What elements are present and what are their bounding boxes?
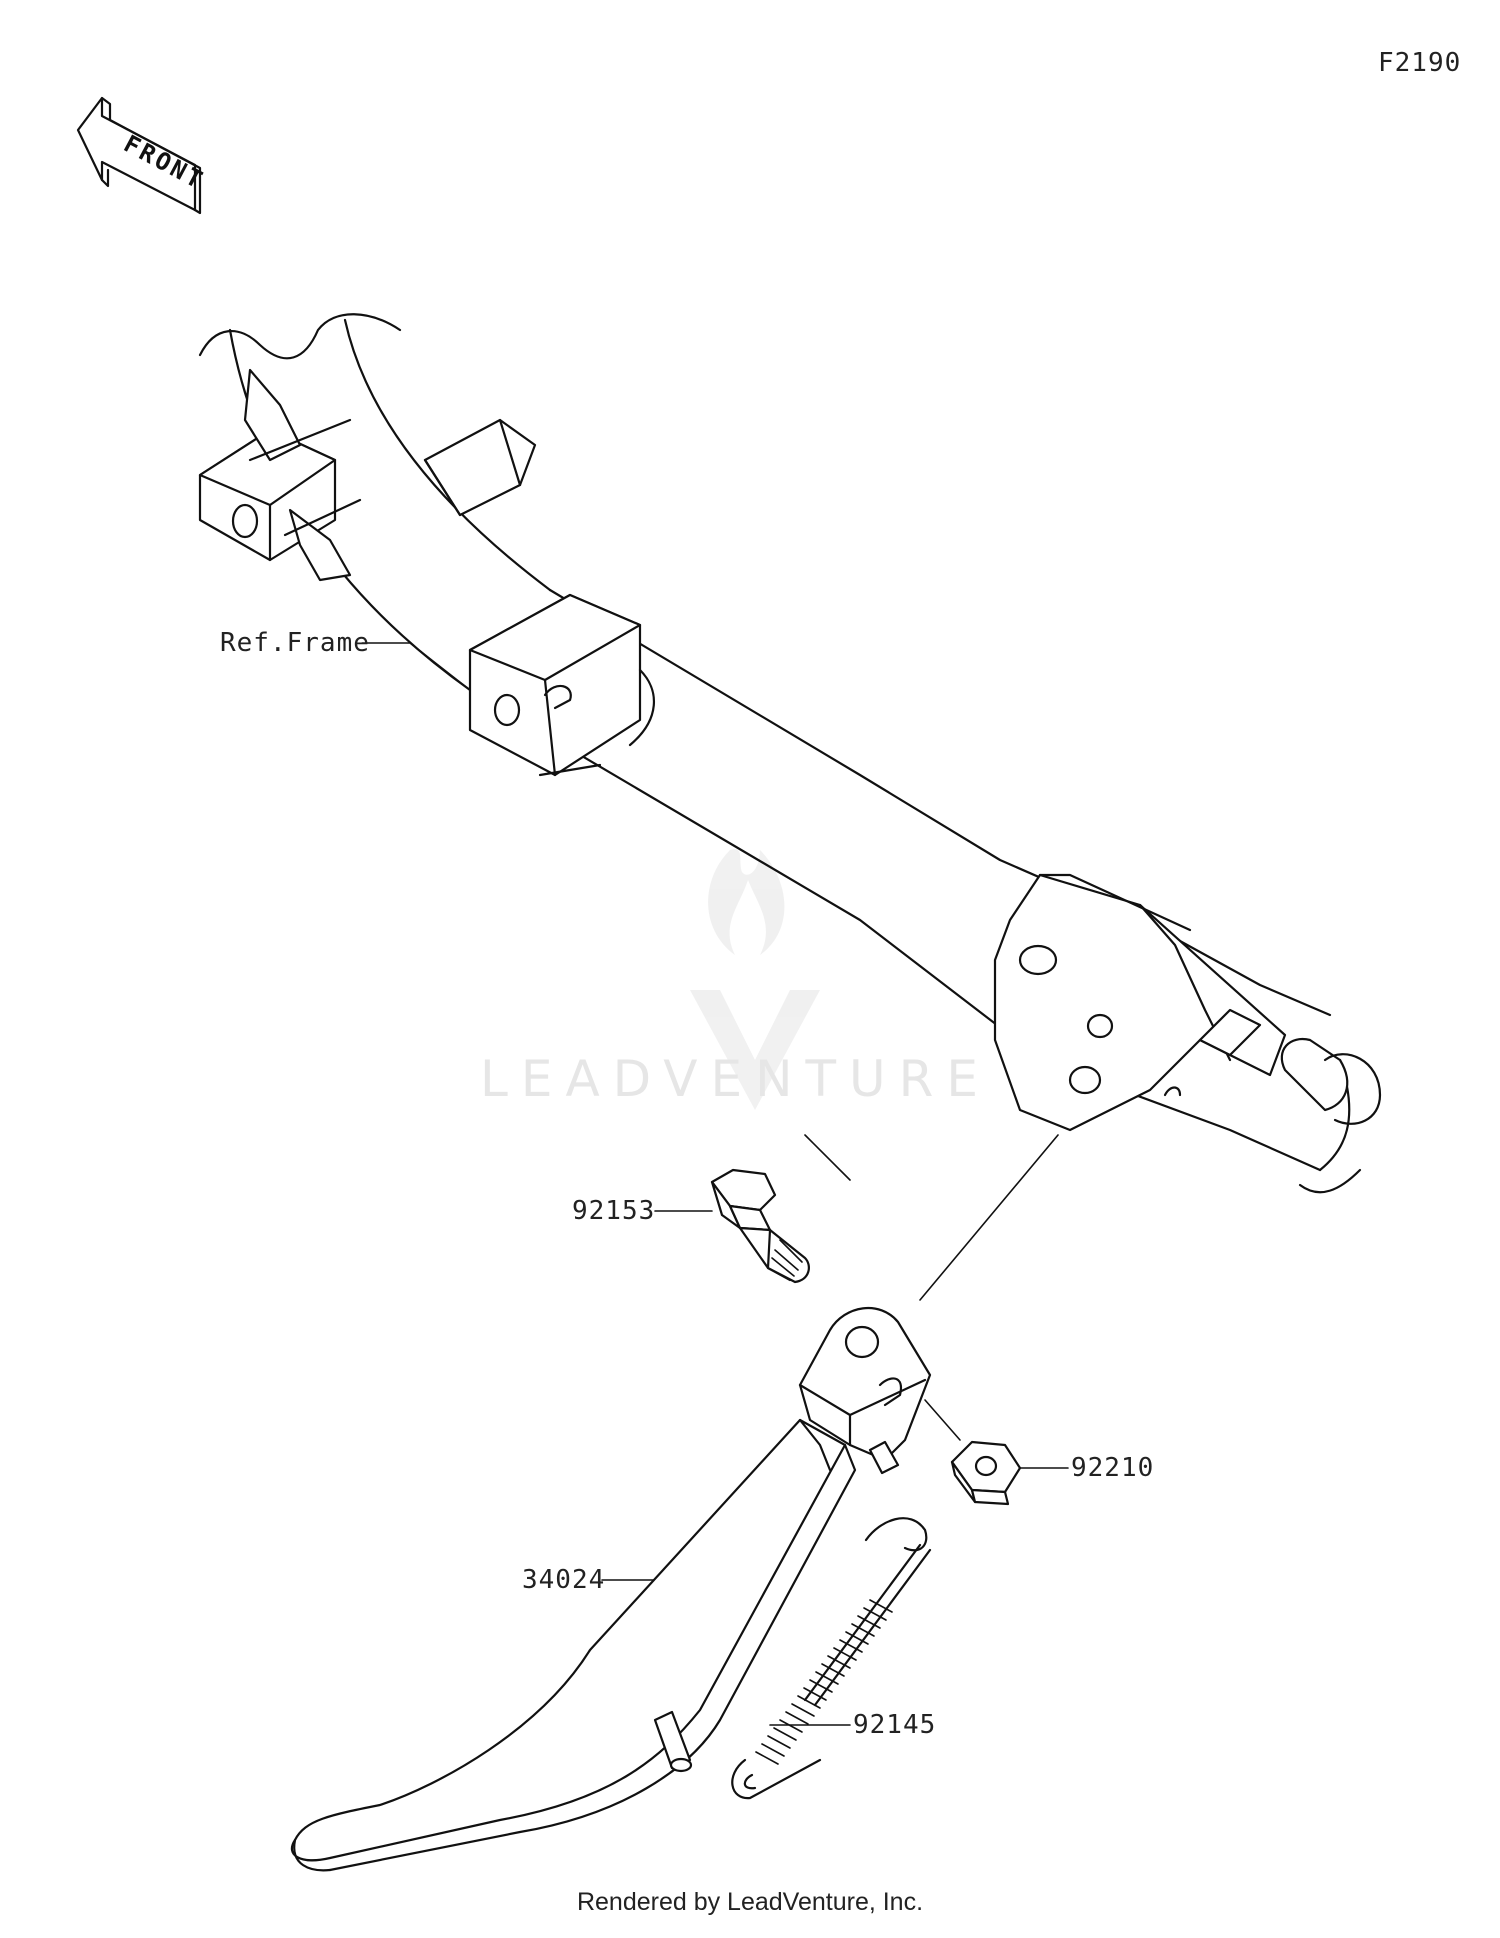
bolt-92153 — [710, 1168, 810, 1284]
watermark-logo — [690, 849, 820, 1110]
callout-34024[interactable]: 34024 — [522, 1565, 606, 1595]
front-arrow-icon: FRONT — [76, 96, 209, 215]
callout-92210[interactable]: 92210 — [1071, 1453, 1155, 1483]
assembly-lines — [361, 642, 1069, 1726]
nut-92210 — [950, 1440, 1022, 1506]
frame — [198, 313, 1382, 1194]
callout-92145[interactable]: 92145 — [853, 1710, 937, 1740]
spring-coils — [755, 1599, 893, 1765]
callout-92153[interactable]: 92153 — [572, 1196, 656, 1226]
watermark-text: LEADVENTURE — [480, 1050, 991, 1108]
callout-ref-frame: Ref.Frame — [220, 628, 370, 658]
footer-credit: Rendered by LeadVenture, Inc. — [576, 1888, 924, 1916]
side-stand-34024 — [290, 1307, 932, 1872]
spring-92145 — [731, 1517, 932, 1800]
diagram-code: F2190 — [1378, 48, 1462, 78]
